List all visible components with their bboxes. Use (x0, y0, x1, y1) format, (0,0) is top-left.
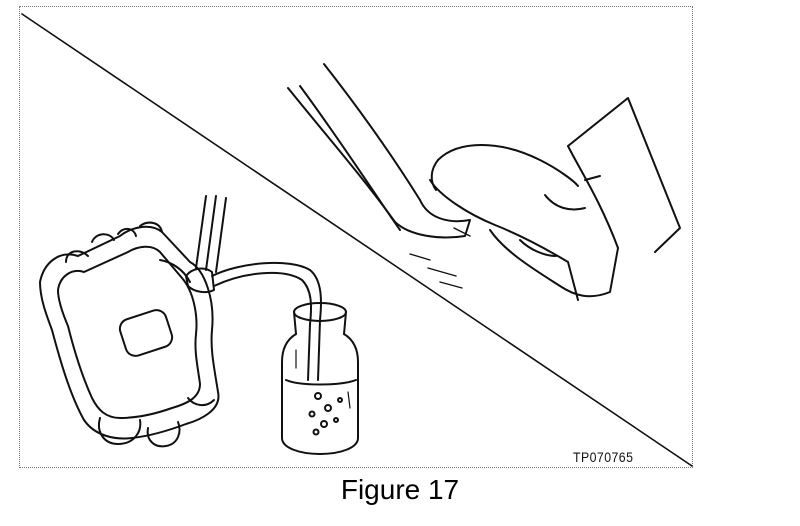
figure-code: TP070765 (573, 449, 634, 465)
bleeder-hose (211, 261, 322, 381)
fluid-bottle (281, 302, 359, 455)
brake-caliper (39, 221, 220, 448)
figure-caption: Figure 17 (340, 474, 460, 505)
figure-frame (19, 6, 693, 468)
diagonal-divider (21, 13, 693, 467)
wrench (195, 195, 227, 273)
brake-pedal-foot (287, 63, 681, 301)
